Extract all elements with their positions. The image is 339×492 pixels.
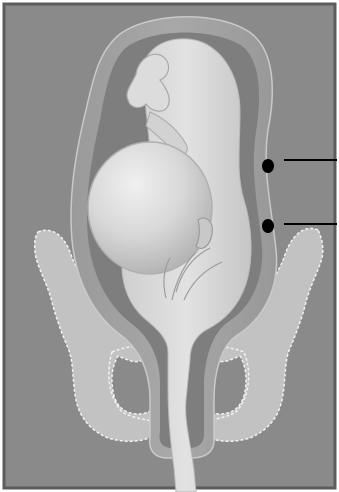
label-dot-lower	[262, 219, 274, 233]
label-dot-upper	[262, 159, 274, 173]
